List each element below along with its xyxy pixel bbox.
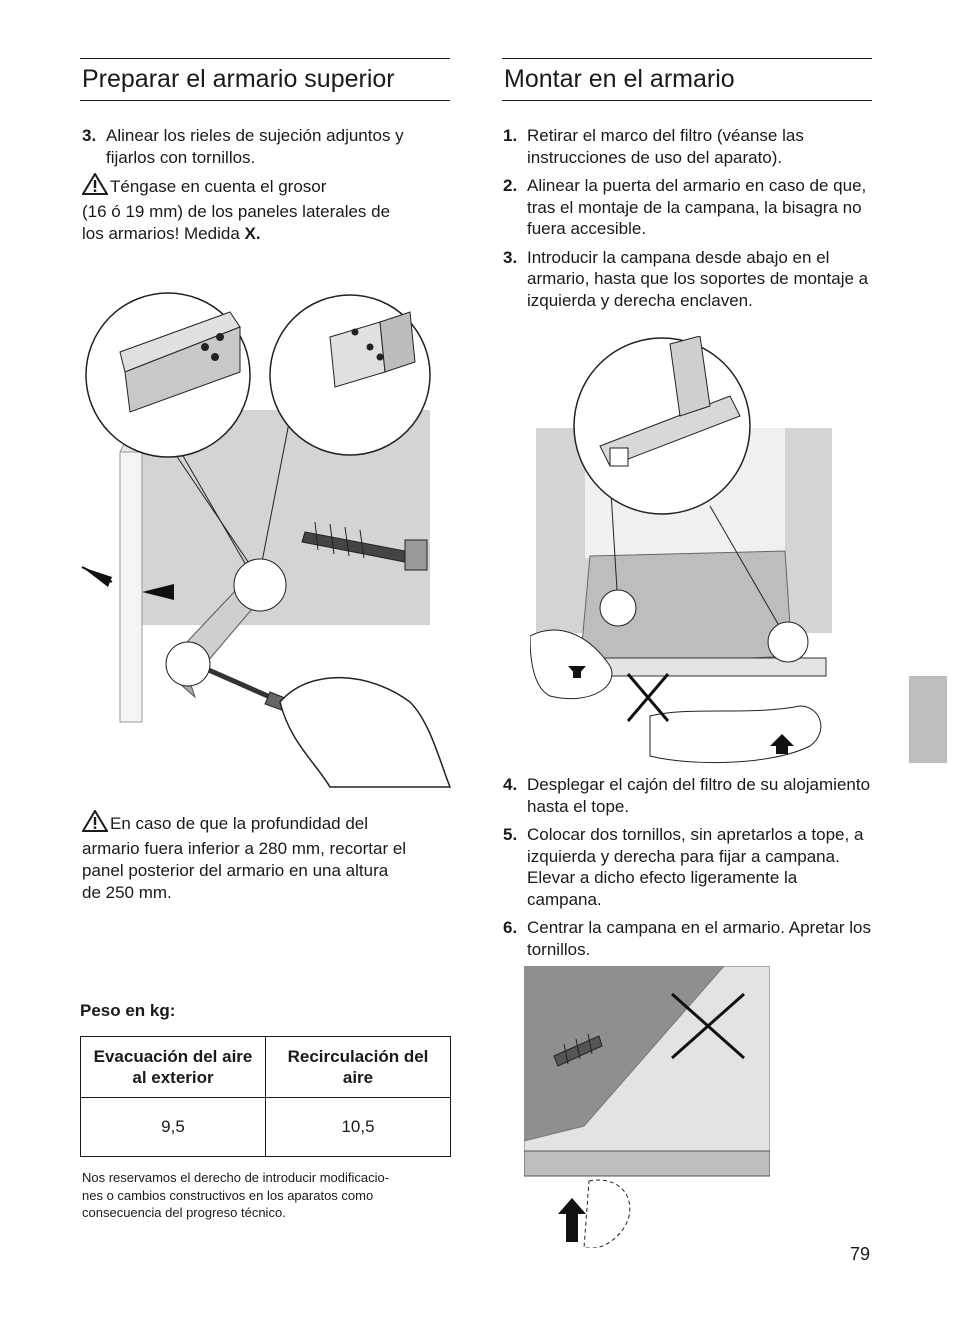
note-line: Téngase en cuenta el grosor — [110, 177, 327, 196]
disclaimer-line: Nos reservamos el derecho de introducir … — [82, 1170, 390, 1185]
note-line: (16 ó 19 mm) de los paneles laterales de — [82, 202, 391, 221]
warning-note-thickness: Téngase en cuenta el grosor (16 ó 19 mm)… — [81, 172, 452, 245]
hood-insertion-illustration — [530, 336, 832, 764]
list-item: 4. Desplegar el cajón del filtro de su al… — [503, 774, 871, 817]
step-text: Colocar dos tornillos, sin apretarlos a … — [527, 825, 864, 909]
table-header-row: Evacuación del aire al exterior Recircul… — [80, 1036, 451, 1098]
warning-triangle-icon — [81, 809, 109, 838]
note-line: los armarios! Medida — [82, 224, 240, 243]
measure-x: X. — [244, 224, 261, 243]
table-cell: 10,5 — [265, 1097, 451, 1157]
table-cell: 9,5 — [80, 1097, 266, 1157]
list-item: 6. Centrar la campana en el armario. Apre… — [503, 917, 871, 960]
step-number: 3. — [503, 247, 518, 267]
step-number: 5. — [503, 825, 518, 844]
weight-table: Evacuación del aire al exterior Recircul… — [80, 1036, 451, 1157]
list-item: 3. Alinear los rieles de sujeción adjunt… — [82, 125, 447, 168]
table-header-cell: Evacuación del aire al exterior — [80, 1036, 266, 1098]
left-section-title: Preparar el armario superior — [80, 58, 450, 101]
disclaimer-line: consecuencia del progreso técnico. — [82, 1205, 286, 1220]
table-header-cell: Recirculación del aire — [265, 1036, 451, 1098]
list-item: 1. Retirar el marco del filtro (véanse la… — [503, 125, 871, 168]
step-text: Retirar el marco del filtro (véanse las … — [527, 126, 804, 167]
note-line: En caso de que la profundidad del — [110, 814, 369, 833]
rail-mounting-illustration — [81, 292, 452, 788]
right-steps-b: 4. Desplegar el cajón del filtro de su al… — [503, 774, 871, 967]
right-steps-a: 1. Retirar el marco del filtro (véanse la… — [503, 125, 871, 318]
note-line: armario fuera inferior a 280 mm, recorta… — [82, 839, 407, 858]
note-line: panel posterior del armario en una altur… — [82, 861, 389, 880]
step-text: Alinear los rieles de sujeción adjuntos … — [106, 126, 404, 167]
disclaimer-line: nes o cambios constructivos en los apara… — [82, 1187, 374, 1203]
page-number: 79 — [850, 1244, 871, 1264]
step-number: 3. — [82, 126, 97, 145]
table-row: 9,5 10,5 — [80, 1097, 451, 1157]
list-item: 5. Colocar dos tornillos, sin apretarlos … — [503, 824, 871, 910]
left-steps: 3. Alinear los rieles de sujeción adjunt… — [82, 125, 447, 175]
step-text: Centrar la campana en el armario. Apreta… — [527, 918, 871, 959]
list-item: 2. Alinear la puerta del armario en caso … — [503, 175, 871, 240]
warning-triangle-icon — [81, 172, 109, 201]
step-text: Introducir la campana desde abajo en el … — [527, 247, 869, 310]
right-section-title: Montar en el armario — [502, 58, 872, 101]
step-text: Alinear la puerta del armario en caso de… — [527, 176, 867, 238]
list-item: 3. Introducir la campana desde abajo en e… — [503, 247, 871, 312]
hood-screwing-illustration — [524, 966, 770, 1248]
step-number: 4. — [503, 775, 518, 794]
section-tab — [909, 676, 947, 763]
step-number: 6. — [503, 918, 518, 937]
weight-label: Peso en kg: — [80, 1001, 176, 1020]
disclaimer: Nos reservamos el derecho de introducir … — [82, 1169, 452, 1222]
step-text: Desplegar el cajón del filtro de su aloj… — [527, 775, 871, 816]
step-number: 2. — [503, 176, 518, 195]
step-number: 1. — [503, 126, 518, 145]
note-line: de 250 mm. — [82, 883, 172, 902]
warning-note-depth: En caso de que la profundidad del armari… — [81, 809, 452, 904]
